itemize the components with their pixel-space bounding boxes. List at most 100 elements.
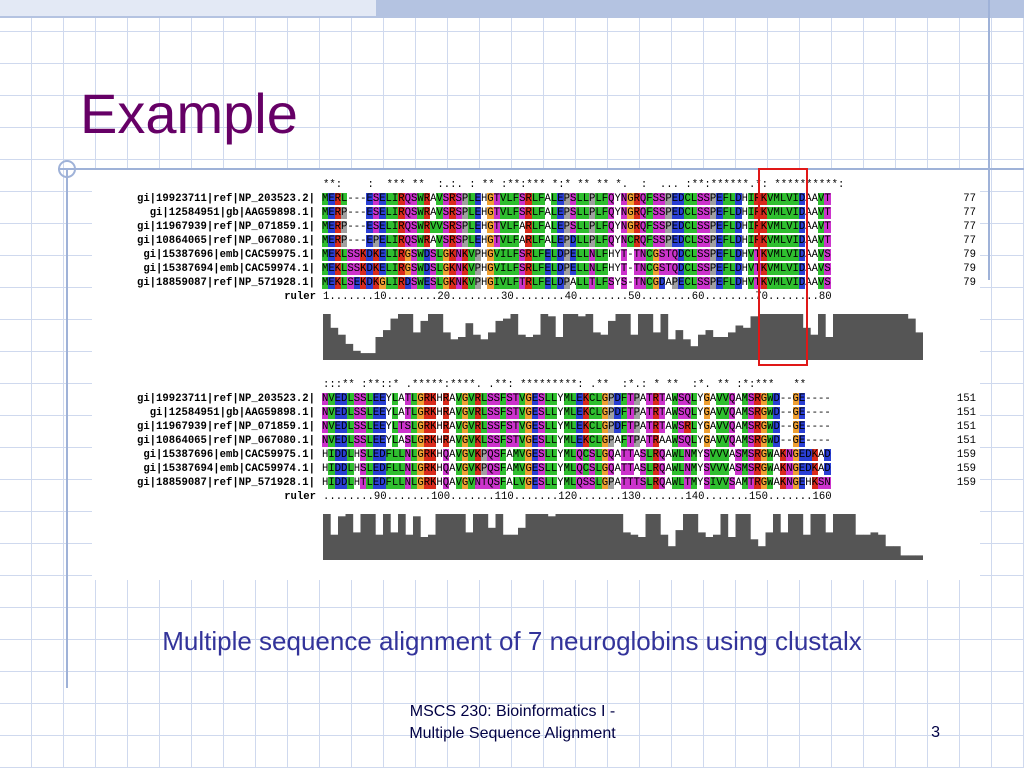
sequence-name: gi|19923711|ref|NP_203523.2| bbox=[136, 393, 315, 405]
alignment-rows: gi|19923711|ref|NP_203523.2| MERL---ESELI… bbox=[92, 192, 980, 290]
sequence-name: gi|15387694|emb|CAC59974.1| bbox=[143, 263, 315, 275]
conservation-bar bbox=[473, 514, 481, 560]
conservation-bar bbox=[615, 314, 624, 360]
conservation-bar bbox=[758, 546, 766, 560]
conservation-bar bbox=[435, 314, 444, 360]
conservation-bar bbox=[773, 514, 781, 560]
footer-line-2: Multiple Sequence Alignment bbox=[409, 725, 616, 742]
conservation-bar bbox=[758, 314, 766, 360]
sequence-residues: MERL---ESELIRQSWRAVSRSPLEHGTVLFSRLFALEPS… bbox=[321, 193, 831, 205]
top-banner-accent bbox=[376, 0, 1024, 16]
sequence-end-position: 159 bbox=[956, 477, 976, 489]
conservation-bar bbox=[630, 534, 639, 560]
conservation-bar bbox=[818, 514, 826, 560]
conservation-bar bbox=[668, 339, 676, 360]
conservation-bar bbox=[473, 334, 481, 360]
conservation-bar bbox=[855, 314, 864, 360]
sequence-name: gi|15387696|emb|CAC59975.1| bbox=[143, 249, 315, 261]
conservation-bar bbox=[345, 514, 354, 560]
sequence-residues: MEKLSEKDKGLIRDSWESLGKNKVPHGIVLFTRLFELDPA… bbox=[321, 277, 831, 289]
alignment-figure: **: : *** ** :.:. : ** :**:*** *:* ** **… bbox=[92, 170, 980, 580]
conservation-bar bbox=[480, 514, 489, 560]
conservation-bar bbox=[735, 514, 744, 560]
sequence-residues: NVEDLSSLEEYLTSLGRKHRAVGVRLSSFSTVGESLLYML… bbox=[321, 421, 831, 433]
sequence-residues: HIDDLHTLEDFLLNLGRKHQAVGVNTQSFALVGESLLYML… bbox=[321, 477, 831, 489]
conservation-bar bbox=[855, 534, 864, 560]
conservation-bar bbox=[578, 316, 586, 360]
conservation-bar bbox=[540, 314, 549, 360]
conservation-bar bbox=[833, 514, 841, 560]
conservation-bar bbox=[330, 534, 339, 560]
sequence-row: gi|12584951|gb|AAG59898.1|MERP---ESELIRQ… bbox=[92, 206, 980, 220]
conservation-bar bbox=[743, 327, 751, 360]
conservation-bar bbox=[788, 514, 796, 560]
conservation-bar bbox=[383, 514, 391, 560]
conservation-bar bbox=[675, 330, 684, 360]
conservation-bar bbox=[863, 314, 871, 360]
conservation-bar bbox=[660, 314, 669, 360]
sequence-end-position: 79 bbox=[963, 249, 976, 261]
sequence-row: gi|15387696|emb|CAC59975.1|HIDDLHSLEDFLL… bbox=[92, 448, 980, 462]
conservation-bar bbox=[750, 316, 759, 360]
conservation-bar bbox=[780, 314, 789, 360]
conservation-bar bbox=[683, 339, 691, 360]
conservation-bar bbox=[593, 514, 601, 560]
conservation-bar bbox=[720, 514, 729, 560]
sequence-row: gi|18859087|ref|NP_571928.1|MEKLSEKDKGLI… bbox=[92, 276, 980, 290]
sequence-row: gi|15387694|emb|CAC59974.1|HIDDLHSLEDFLL… bbox=[92, 462, 980, 476]
conservation-bar bbox=[870, 314, 879, 360]
conservation-bar bbox=[428, 534, 436, 560]
conservation-bar bbox=[593, 332, 601, 360]
conservation-bar bbox=[375, 534, 384, 560]
conservation-bar bbox=[810, 334, 819, 360]
sequence-end-position: 77 bbox=[963, 193, 976, 205]
conservation-bar bbox=[435, 514, 444, 560]
sequence-row: gi|15387694|emb|CAC59974.1|MEKLSSKDKELIR… bbox=[92, 262, 980, 276]
conservation-bar bbox=[420, 320, 429, 360]
conservation-bar bbox=[480, 339, 489, 360]
conservation-bar bbox=[908, 318, 916, 360]
conservation-bar bbox=[848, 314, 856, 360]
conservation-bar bbox=[323, 314, 331, 360]
sequence-residues: MERP---ESELIRQSWRVVSRSPLEHGTVLFARLFALEPS… bbox=[321, 221, 831, 233]
conservation-bar bbox=[323, 514, 331, 560]
conservation-bar bbox=[870, 532, 879, 560]
conservation-bar bbox=[735, 325, 744, 360]
conservation-histogram bbox=[323, 514, 923, 560]
conservation-bar bbox=[743, 514, 751, 560]
sequence-name: gi|15387696|emb|CAC59975.1| bbox=[143, 449, 315, 461]
figure-caption: Multiple sequence alignment of 7 neurogl… bbox=[162, 626, 862, 656]
conservation-bar bbox=[795, 514, 804, 560]
conservation-bar bbox=[623, 314, 631, 360]
conservation-bar bbox=[660, 534, 669, 560]
conservation-bar bbox=[653, 332, 661, 360]
conservation-bar bbox=[458, 514, 466, 560]
conservation-bar bbox=[390, 318, 399, 360]
conservation-bar bbox=[803, 534, 811, 560]
sequence-name: gi|18859087|ref|NP_571928.1| bbox=[136, 477, 315, 489]
conservation-bar bbox=[563, 514, 571, 560]
sequence-end-position: 77 bbox=[963, 207, 976, 219]
sequence-residues: HIDDLHSLEDFLLNLGRKHQAVGVKPQSFAMVGESLLYML… bbox=[321, 463, 831, 475]
conservation-bar bbox=[450, 514, 459, 560]
conservation-bar bbox=[353, 532, 361, 560]
conservation-bar bbox=[765, 314, 774, 360]
sequence-row: gi|11967939|ref|NP_071859.1|MERP---ESELI… bbox=[92, 220, 980, 234]
conservation-bar bbox=[585, 314, 594, 360]
conservation-bar bbox=[488, 332, 496, 360]
conservation-bar bbox=[428, 314, 436, 360]
conservation-bar bbox=[368, 353, 376, 360]
conservation-bar bbox=[683, 514, 691, 560]
sequence-row: gi|18859087|ref|NP_571928.1| HIDDLHTLEDFL… bbox=[92, 476, 980, 490]
sequence-residues: MERP---ESELIRQSWRAVSRSPLEHGTVLFSRLFALEPS… bbox=[321, 207, 831, 219]
conservation-bar bbox=[900, 314, 909, 360]
sequence-end-position: 159 bbox=[956, 449, 976, 461]
top-divider bbox=[0, 16, 1024, 18]
conservation-bar bbox=[630, 334, 639, 360]
sequence-name: gi|19923711|ref|NP_203523.2| bbox=[136, 193, 315, 205]
ruler-label: ruler bbox=[284, 491, 316, 503]
conservation-bar bbox=[878, 314, 886, 360]
sequence-end-position: 151 bbox=[956, 407, 976, 419]
conservation-bar bbox=[548, 316, 556, 360]
consensus-line: :::** :**::* .*****:****. .**: *********… bbox=[323, 379, 807, 391]
